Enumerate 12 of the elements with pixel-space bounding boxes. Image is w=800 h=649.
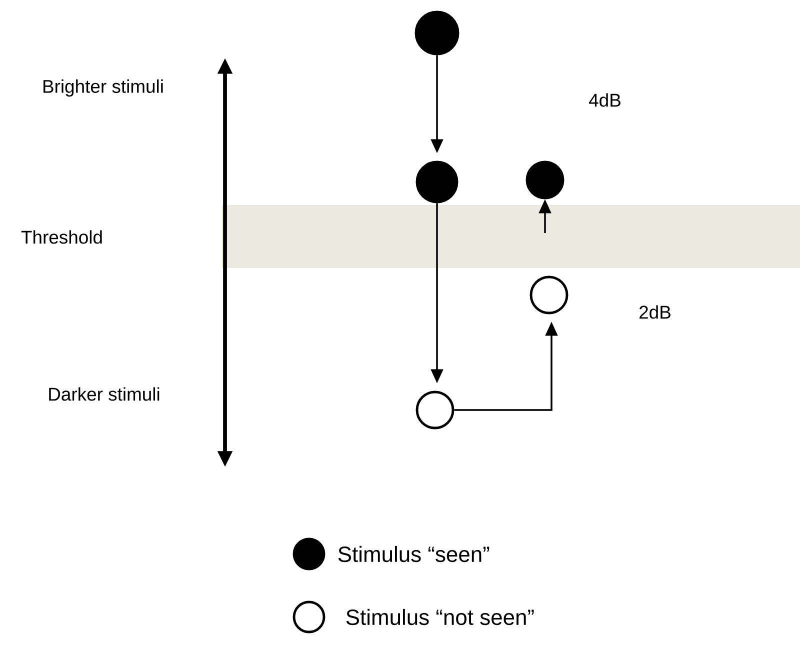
open-circle (416, 390, 454, 430)
filled-circle (526, 160, 564, 200)
scale-label: Threshold (21, 230, 102, 244)
legend-label: Stimulus “not seen” (346, 608, 534, 626)
filled-circle (416, 160, 458, 204)
scale-label: 2dB (640, 305, 670, 319)
legend-label: Stimulus “seen” (338, 546, 490, 562)
scale-label: Darker stimuli (49, 387, 160, 401)
filled-circle (414, 10, 460, 56)
open-circle (530, 276, 568, 314)
scale-label: Brighter stimuli (44, 79, 163, 97)
scale-label: 4dB (589, 93, 620, 107)
